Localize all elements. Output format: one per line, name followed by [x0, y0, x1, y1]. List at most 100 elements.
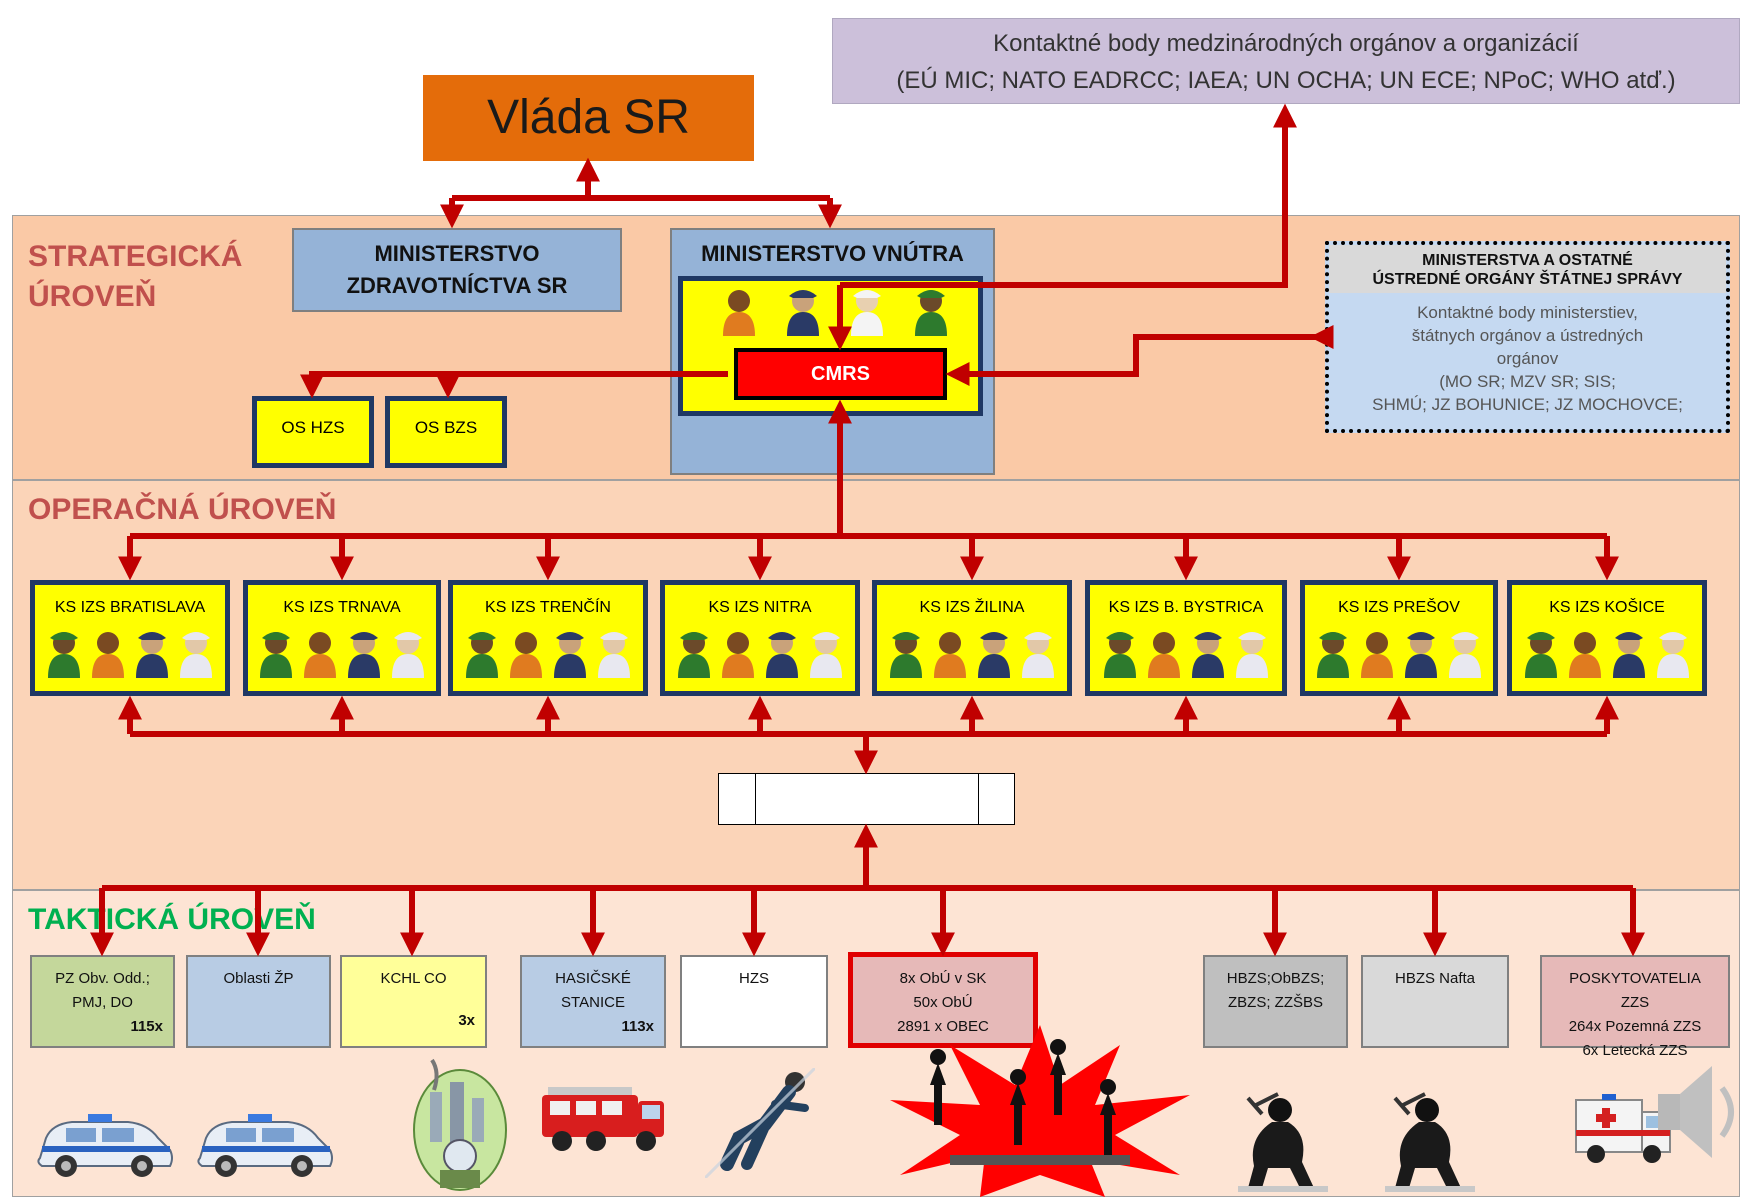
person-icon: [466, 632, 498, 678]
connector-box-divider-left: [755, 773, 756, 825]
ministry-of-health-box: MINISTERSTVO ZDRAVOTNÍCTVA SR: [292, 228, 622, 312]
person-icon: [510, 632, 542, 678]
strategic-label-line1: STRATEGICKÁ: [28, 240, 243, 273]
regional-center-box: KS IZS B. BYSTRICA: [1085, 580, 1287, 696]
tactical-unit-label: HBZS Nafta: [1394, 970, 1476, 987]
tactical-unit-box: HBZS;ObBZS; ZBZS; ZZŠBS: [1203, 955, 1348, 1048]
health-line2: ZDRAVOTNÍCTVA SR: [346, 273, 568, 298]
other-ministries-body-line: Kontaktné body ministerstiev,: [1417, 303, 1638, 322]
other-ministries-box: MINISTERSTVA A OSTATNÉ ÚSTREDNÉ ORGÁNY Š…: [1325, 241, 1730, 433]
regional-center-label: KS IZS B. BYSTRICA: [1108, 599, 1264, 616]
personnel-icons: [665, 626, 855, 683]
contacts-line2: (EÚ MIC; NATO EADRCC; IAEA; UN OCHA; UN …: [896, 67, 1676, 94]
regional-center-label: KS IZS KOŠICE: [1549, 599, 1665, 616]
regional-center-label: KS IZS TRENČÍN: [485, 599, 611, 616]
regional-center-box: KS IZS BRATISLAVA: [30, 580, 230, 696]
other-ministries-body: Kontaktné body ministerstiev, štátnych o…: [1329, 293, 1726, 416]
other-ministries-title2: ÚSTREDNÉ ORGÁNY ŠTÁTNEJ SPRÁVY: [1372, 271, 1683, 288]
person-icon: [1317, 632, 1349, 678]
person-icon: [92, 632, 124, 678]
speaker-icon: [1658, 1066, 1734, 1158]
international-contacts-arrow: [840, 103, 1297, 288]
os-hzs-box: OS HZS: [252, 396, 374, 468]
regional-center-box: KS IZS PREŠOV: [1300, 580, 1498, 696]
explosion-icon: [890, 1025, 1190, 1197]
other-ministries-title1: MINISTERSTVA A OSTATNÉ: [1422, 252, 1633, 269]
personnel-icons: [877, 626, 1067, 683]
personnel-icons: [1305, 626, 1493, 683]
other-ministries-body-line: orgánov: [1496, 349, 1559, 368]
government-label: Vláda SR: [487, 91, 690, 144]
tactical-unit-label: ZZS: [1620, 994, 1650, 1011]
person-icon: [348, 632, 380, 678]
operational-level-label: OPERAČNÁ ÚROVEŇ: [28, 493, 337, 526]
strategic-level-label: STRATEGICKÁ ÚROVEŇ: [28, 237, 242, 317]
person-icon: [1613, 632, 1645, 678]
tactical-level-label: TAKTICKÁ ÚROVEŇ: [28, 903, 316, 936]
person-icon: [598, 632, 630, 678]
person-icon: [392, 632, 424, 678]
strategic-label-line2: ÚROVEŇ: [28, 280, 157, 313]
interior-personnel-icons: [700, 284, 970, 341]
other-ministries-body-line: (MO SR; MZV SR; SIS;: [1439, 372, 1616, 391]
person-icon: [915, 290, 947, 336]
tactical-unit-label: 8x ObÚ v SK: [899, 970, 987, 987]
person-icon: [1361, 632, 1393, 678]
person-icon: [723, 290, 755, 336]
personnel-icons: [1090, 626, 1282, 683]
cmrs-box: CMRS: [734, 348, 947, 400]
tactical-unit-label: PMJ, DO: [72, 994, 133, 1011]
person-icon: [722, 632, 754, 678]
os-bzs-box: OS BZS: [385, 396, 507, 468]
tactical-unit-label: STANICE: [561, 994, 625, 1011]
other-ministries-arrow: [945, 325, 1334, 386]
person-icon: [1192, 632, 1224, 678]
person-icon: [934, 632, 966, 678]
tactical-unit-label: HASIČSKÉ: [555, 970, 631, 987]
person-icon: [851, 290, 883, 336]
regional-center-box: KS IZS TRENČÍN: [448, 580, 648, 696]
person-icon: [180, 632, 212, 678]
police-car-icon: [37, 1114, 173, 1177]
miner-icon: [1385, 1092, 1475, 1192]
regional-center-label: KS IZS TRNAVA: [283, 599, 401, 616]
person-icon: [1405, 632, 1437, 678]
contacts-line1: Kontaktné body medzinárodných orgánov a …: [993, 30, 1579, 57]
tactical-unit-box: Oblasti ŽP: [186, 955, 331, 1048]
rescuer-icon: [705, 1068, 815, 1178]
person-icon: [1449, 632, 1481, 678]
personnel-icons: [248, 626, 436, 683]
tactical-unit-label: Oblasti ŽP: [223, 970, 294, 987]
person-icon: [1104, 632, 1136, 678]
international-contacts-box: Kontaktné body medzinárodných orgánov a …: [832, 18, 1740, 104]
connector-box-divider-right: [978, 773, 979, 825]
health-line1: MINISTERSTVO: [374, 241, 540, 266]
regional-center-label: KS IZS ŽILINA: [919, 599, 1025, 616]
os-hzs-arrow: [300, 371, 728, 399]
person-icon: [890, 632, 922, 678]
person-icon: [766, 632, 798, 678]
person-icon: [260, 632, 292, 678]
person-icon: [787, 290, 819, 336]
person-icon: [1022, 632, 1054, 678]
tactical-unit-label: ZBZS; ZZŠBS: [1227, 994, 1323, 1011]
tactical-unit-label: KCHL CO: [380, 970, 447, 987]
tactical-unit-count: 115x: [130, 1018, 163, 1035]
person-icon: [136, 632, 168, 678]
regional-center-label: KS IZS NITRA: [708, 599, 812, 616]
tactical-unit-count: 113x: [621, 1018, 654, 1035]
cmrs-label: CMRS: [811, 363, 870, 385]
person-icon: [1148, 632, 1180, 678]
personnel-icons: [453, 626, 643, 683]
os-hzs-label: OS HZS: [281, 418, 345, 437]
other-ministries-header: MINISTERSTVA A OSTATNÉ ÚSTREDNÉ ORGÁNY Š…: [1329, 245, 1726, 293]
tactical-unit-label: POSKYTOVATELIA: [1569, 970, 1701, 987]
miner-icon: [1238, 1092, 1328, 1192]
person-icon: [1569, 632, 1601, 678]
tactical-unit-label: HBZS;ObBZS;: [1226, 970, 1325, 987]
